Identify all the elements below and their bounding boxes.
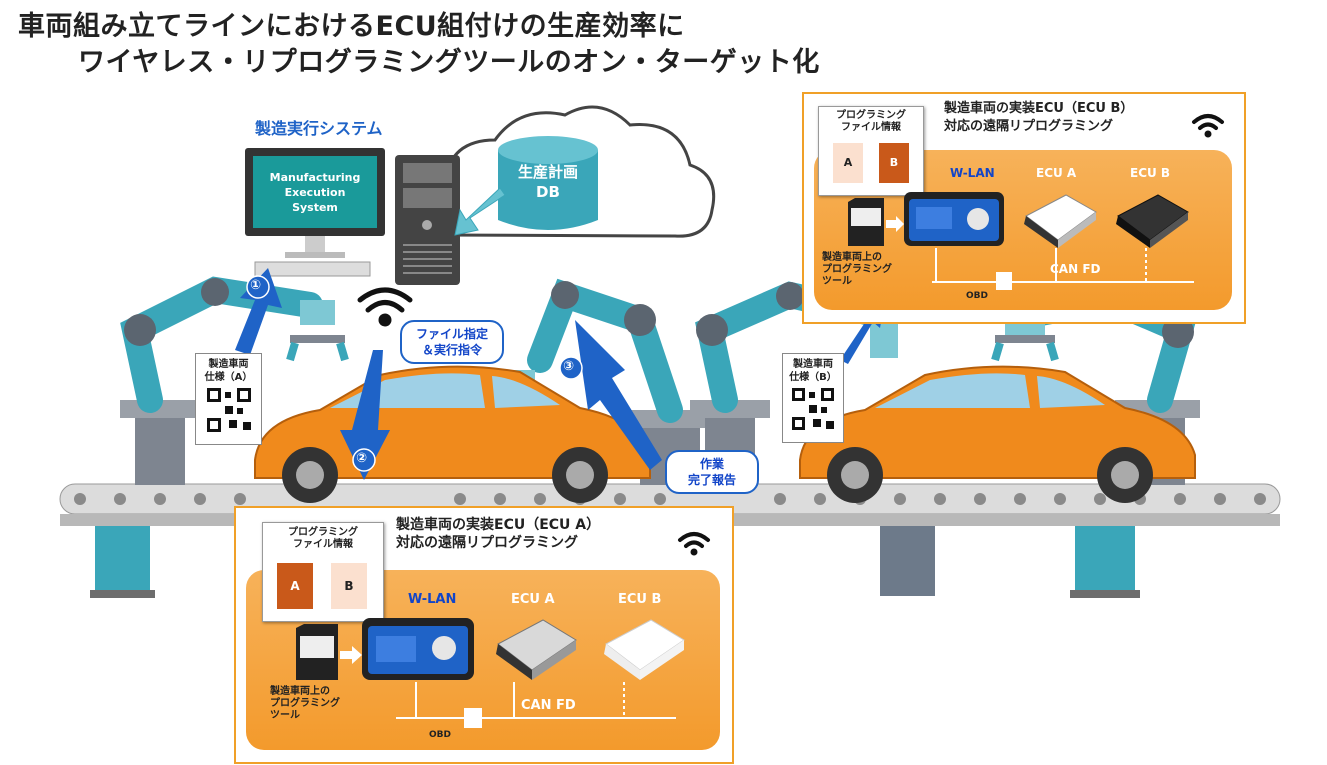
screen-line-2: Execution [284,186,346,199]
db-line-1: 生産計画 [517,163,578,181]
wlan-label: W-LAN [950,166,995,180]
monitor-screen-text: Manufacturing Execution System [253,170,377,215]
step1-arrow [235,268,282,355]
panel-ecu-a: 製造車両の実装ECU（ECU A） 対応の遠隔リプログラミング プログラミング … [234,506,734,764]
file-info-line-2: ファイル情報 [293,539,353,550]
panel-a-title: 製造車両の実装ECU（ECU A） 対応の遠隔リプログラミング [396,516,600,552]
obd-label: OBD [429,730,451,740]
wifi-icon [1192,114,1224,138]
step3-label: ③ [563,359,575,374]
file-info-line-1: プログラミング [288,527,358,538]
can-fd-label: CAN FD [1050,262,1101,276]
tool-caption: 製造車両上の プログラミング ツール [822,252,892,288]
ecu-a-label: ECU A [511,592,555,607]
panel-b-title: 製造車両の実装ECU（ECU B） 対応の遠隔リプログラミング [944,100,1133,136]
wlan-label: W-LAN [408,592,457,607]
bus-lines [932,248,1194,290]
server-icon [395,155,460,285]
ecu-b-icon [604,619,685,680]
sd-to-tool-arrow [886,216,904,232]
panel-a-title-line-2: 対応の遠隔リプログラミング [396,535,578,551]
file-info-card: プログラミング ファイル情報 A B [818,106,924,196]
command-line-2: ＆実行指令 [421,343,482,357]
programming-tool-device [904,192,1004,246]
spec-card-a: 製造車両 仕様（A） [195,353,262,445]
file-b-icon: B [331,563,367,609]
sd-card-icon [296,624,338,680]
wifi-icon-main [357,287,413,327]
sd-card-icon [848,198,884,246]
panel-b-title-line-2: 対応の遠隔リプログラミング [944,119,1114,134]
monitor-icon [245,148,385,277]
ecu-a-icon [1024,194,1097,248]
db-to-server-arrow [454,187,506,236]
file-info-card: プログラミング ファイル情報 A B [262,522,384,622]
screen-line-3: System [292,201,338,214]
qr-code-icon [792,388,834,430]
file-a-icon: A [277,563,313,609]
ecu-a-icon [496,619,577,680]
tool-caption-line-2: プログラミング [822,264,892,275]
ecu-b-label: ECU B [1130,166,1171,180]
panel-a-title-line-1: 製造車両の実装ECU（ECU A） [396,517,601,533]
can-fd-label: CAN FD [521,698,576,713]
step1-label: ① [250,278,262,293]
step2-arrow [340,350,390,480]
command-bubble: ファイル指定 ＆実行指令 [400,320,504,364]
panel-b-title-line-1: 製造車両の実装ECU（ECU B） [944,101,1134,116]
tool-caption-line-2: プログラミング [270,698,340,709]
tool-caption-line-1: 製造車両上の [270,686,330,697]
bus-lines [396,682,676,728]
programming-tool-device [362,618,474,680]
qr-code-icon [206,388,251,432]
ecu-a-label: ECU A [1036,166,1077,180]
title-line-2: ワイヤレス・リプログラミングツールのオン・ターゲット化 [78,47,820,78]
screen-line-1: Manufacturing [269,171,361,184]
step2-label: ② [356,451,368,466]
ecu-b-label: ECU B [618,592,662,607]
spec-b-line-2: 仕様（B） [789,372,837,383]
tool-caption-line-3: ツール [822,276,852,287]
report-bubble: 作業 完了報告 [665,450,759,494]
database-icon [498,136,598,230]
file-b-icon: B [879,143,909,183]
car-right [799,365,1196,503]
command-line-1: ファイル指定 [415,327,488,341]
wifi-icon [678,532,710,556]
spec-b-line-1: 製造車両 [793,359,833,370]
ecu-b-icon [1116,194,1189,248]
step3-arrow [559,320,662,470]
spec-a-line-2: 仕様（A） [204,372,253,383]
title-line-1: 車両組み立てラインにおけるECU組付けの生産効率に [18,11,685,42]
spec-a-line-1: 製造車両 [208,359,249,370]
tool-caption-line-3: ツール [270,710,300,721]
tool-caption-line-1: 製造車両上の [822,252,882,263]
spec-card-b: 製造車両 仕様（B） [782,353,844,443]
file-info-line-2: ファイル情報 [841,122,901,133]
report-line-2: 完了報告 [687,473,736,487]
report-line-1: 作業 [699,457,724,471]
file-a-icon: A [833,143,863,183]
file-info-line-1: プログラミング [836,110,906,121]
tool-caption: 製造車両上の プログラミング ツール [270,686,340,722]
db-label: 生産計画 DB [498,162,598,202]
db-line-2: DB [536,183,560,201]
sd-to-tool-arrow [340,646,362,664]
obd-label: OBD [966,291,988,301]
mes-label: 製造実行システム [255,119,383,138]
panel-ecu-b: 製造車両の実装ECU（ECU B） 対応の遠隔リプログラミング プログラミング … [802,92,1246,324]
robot-arm-left [120,276,349,485]
